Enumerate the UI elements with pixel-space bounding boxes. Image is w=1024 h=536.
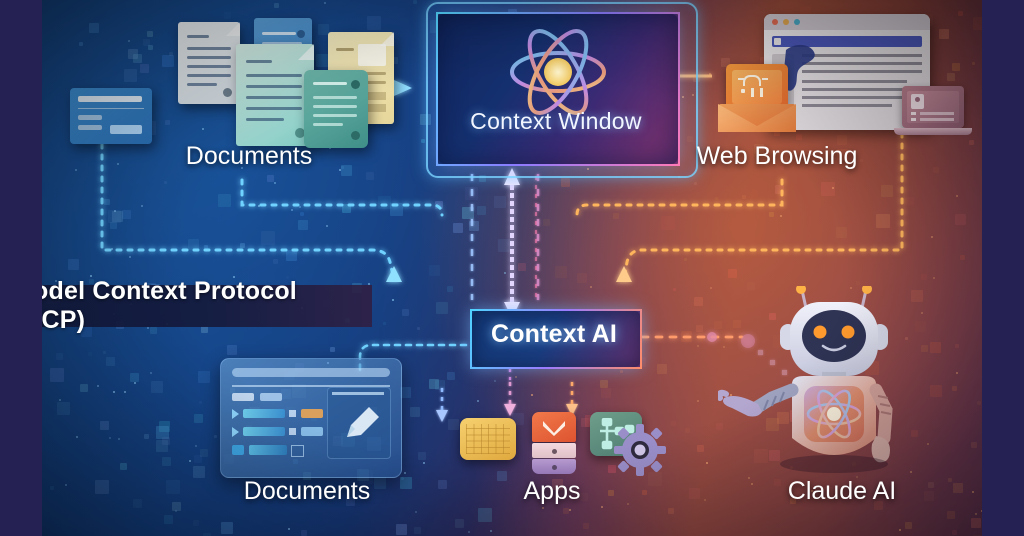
diagram-background: Context Window Context AI: [42, 0, 982, 536]
settings-gear-icon: [614, 424, 666, 476]
context-window-label: Context Window: [436, 108, 676, 135]
link-context-ai-to-apps: [436, 368, 578, 422]
left-border-strip: [0, 0, 42, 536]
mcp-bus-left: [100, 98, 444, 282]
connector-layer: [42, 68, 982, 422]
tasks-app-icon: [532, 412, 576, 474]
decorative-dots: [758, 350, 787, 375]
caption-documents-top: Documents: [185, 142, 313, 170]
document-page-white: [178, 22, 240, 104]
context-ai-box[interactable]: [470, 309, 642, 369]
mcp-label-banner: Model Context Protocol (MCP): [0, 277, 372, 334]
context-window-box[interactable]: [436, 12, 680, 166]
context-ai-label: Context AI: [470, 320, 638, 349]
vignette-overlay: [42, 0, 982, 536]
mcp-label-text: Model Context Protocol (MCP): [12, 277, 297, 334]
link-context-ai-to-claude: [640, 332, 755, 348]
link-context-ai-to-documents: [358, 343, 468, 372]
document-page-mint: [236, 44, 314, 146]
mail-laptop-icon: [718, 64, 796, 132]
right-border-strip: [982, 0, 1024, 536]
caption-web-browsing: Web Browsing: [696, 142, 858, 170]
pencil-edit-icon: [347, 407, 379, 437]
document-card-blue: [70, 88, 152, 144]
globe-silhouette-icon: [783, 44, 815, 91]
context-window-outer-frame: [426, 2, 698, 178]
document-page-teal: [304, 70, 368, 148]
mcp-bus-right: [575, 98, 904, 282]
caption-claude-ai: Claude AI: [787, 477, 897, 505]
document-editor-icon: [220, 358, 402, 478]
atom-icon: [510, 29, 606, 115]
caption-documents-bottom: Documents: [243, 477, 371, 505]
caption-apps: Apps: [523, 477, 581, 505]
calendar-app-icon: [460, 418, 516, 460]
mcp-vertical-dashes: [470, 174, 540, 300]
laptop-icon: [894, 86, 972, 140]
robot-icon: [718, 286, 893, 473]
